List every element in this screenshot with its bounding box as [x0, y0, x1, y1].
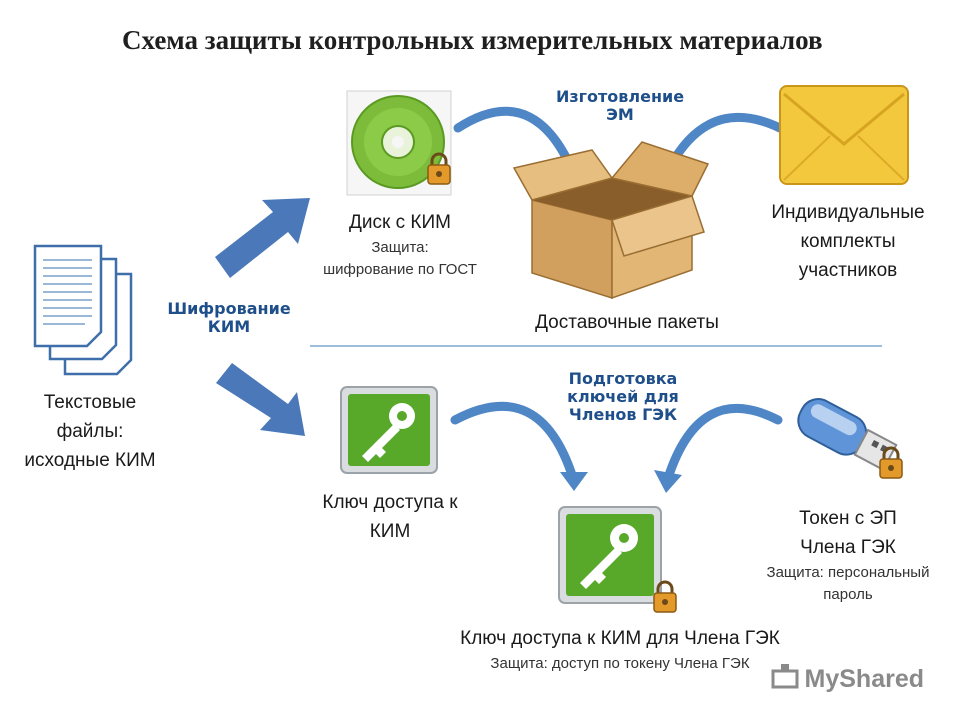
arrow-key-to-member-key	[450, 401, 578, 483]
sources-label: Текстовые файлы: исходные КИМ	[24, 392, 156, 471]
step-produce-label: Изготовление ЭМ	[555, 87, 685, 124]
access-key-label: Ключ доступа к КИМ	[322, 492, 458, 542]
lock-icon	[878, 446, 904, 480]
delivery-label: Доставочные пакеты	[535, 312, 719, 333]
member-key-label-block: Ключ доступа к КИМ для Члена ГЭК Защита:…	[420, 624, 820, 675]
token-label-block: Токен с ЭП Члена ГЭК Защита: персональны…	[766, 508, 930, 603]
arrow-token-to-member-key	[663, 403, 783, 483]
watermark: MyShared	[804, 665, 924, 693]
step-encrypt-label: Шифрование КИМ	[167, 299, 291, 336]
member-key-label: Ключ доступа к КИМ для Члена ГЭК	[460, 628, 780, 649]
disc-icon	[346, 90, 454, 198]
arrow-encrypt-down	[216, 363, 305, 436]
disk-label: Диск с КИМ	[349, 212, 451, 233]
watermark-logo-icon	[770, 661, 800, 691]
kits-label: Индивидуальные комплекты участников	[771, 202, 925, 281]
arrow-encrypt-up	[215, 198, 310, 278]
step-keys-label: Подготовка ключей для Членов ГЭК	[567, 369, 679, 424]
key-icon	[556, 504, 666, 608]
documents-icon	[30, 244, 148, 380]
lock-icon	[652, 580, 678, 614]
key-icon	[338, 384, 442, 478]
disk-label-block: Диск с КИМ Защита: шифрование по ГОСТ	[300, 208, 500, 281]
box-icon	[512, 138, 712, 300]
member-key-protection: Защита: доступ по токену Члена ГЭК	[490, 655, 750, 672]
usb-token-icon	[790, 384, 902, 482]
page-title: Схема защиты контрольных измерительных м…	[122, 25, 823, 55]
envelope-icon	[778, 84, 912, 188]
lock-icon	[426, 152, 452, 186]
